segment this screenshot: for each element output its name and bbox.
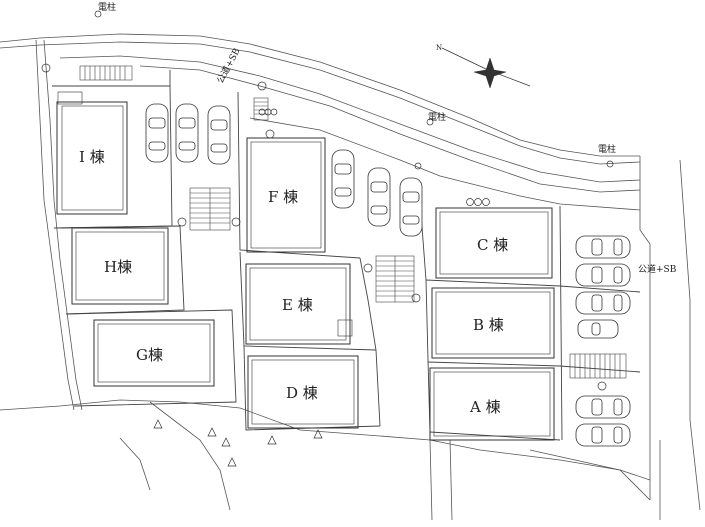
- compass-icon: N: [436, 44, 531, 89]
- building-label-d: D 棟: [286, 384, 318, 402]
- road-label-north: 公道+SB: [214, 46, 243, 86]
- car-east-4: [577, 319, 619, 339]
- car-east-5: [575, 395, 631, 419]
- car-top-3: [207, 105, 231, 165]
- building-label-e: E 棟: [282, 296, 313, 314]
- compass-label: N: [436, 44, 442, 52]
- car-mid-3: [399, 177, 423, 237]
- building-label-h: H棟: [104, 258, 132, 276]
- road-label-east: 公道+SB: [638, 263, 677, 275]
- building-h: [71, 227, 169, 305]
- building-label-i: I 棟: [79, 148, 105, 166]
- utility-pole-label-2: 電柱: [428, 111, 446, 123]
- stair-areas: [79, 65, 627, 379]
- car-east-3: [575, 291, 631, 315]
- building-footprints: [56, 91, 555, 441]
- building-label-c: C 棟: [477, 236, 508, 254]
- building-label-f: F 棟: [268, 188, 298, 206]
- building-d: [247, 355, 359, 429]
- car-east-6: [575, 423, 631, 447]
- building-labels: I 棟 H棟 G棟 F 棟 E 棟 D 棟 C 棟 B 棟 A 棟: [79, 148, 508, 416]
- car-top-2: [175, 103, 199, 163]
- car-top-1: [145, 103, 169, 163]
- car-east-1: [575, 235, 631, 259]
- building-label-g: G棟: [136, 346, 163, 364]
- building-b: [431, 287, 555, 359]
- building-e: [245, 263, 353, 345]
- building-i: [56, 91, 128, 215]
- building-label-a: A 棟: [469, 398, 501, 416]
- car-mid-1: [331, 149, 355, 209]
- car-east-2: [575, 263, 631, 287]
- site-fixtures: [41, 10, 614, 467]
- building-label-b: B 棟: [473, 316, 504, 334]
- car-mid-2: [367, 167, 391, 227]
- building-f: [246, 137, 326, 253]
- building-c: [435, 207, 553, 279]
- building-a: [429, 367, 555, 441]
- parked-cars: [145, 103, 631, 447]
- building-g: [93, 319, 215, 387]
- utility-pole-label-1: 電柱: [98, 1, 116, 13]
- road-lines: [0, 33, 701, 521]
- lot-dividers: [52, 70, 641, 441]
- utility-pole-label-3: 電柱: [598, 143, 616, 155]
